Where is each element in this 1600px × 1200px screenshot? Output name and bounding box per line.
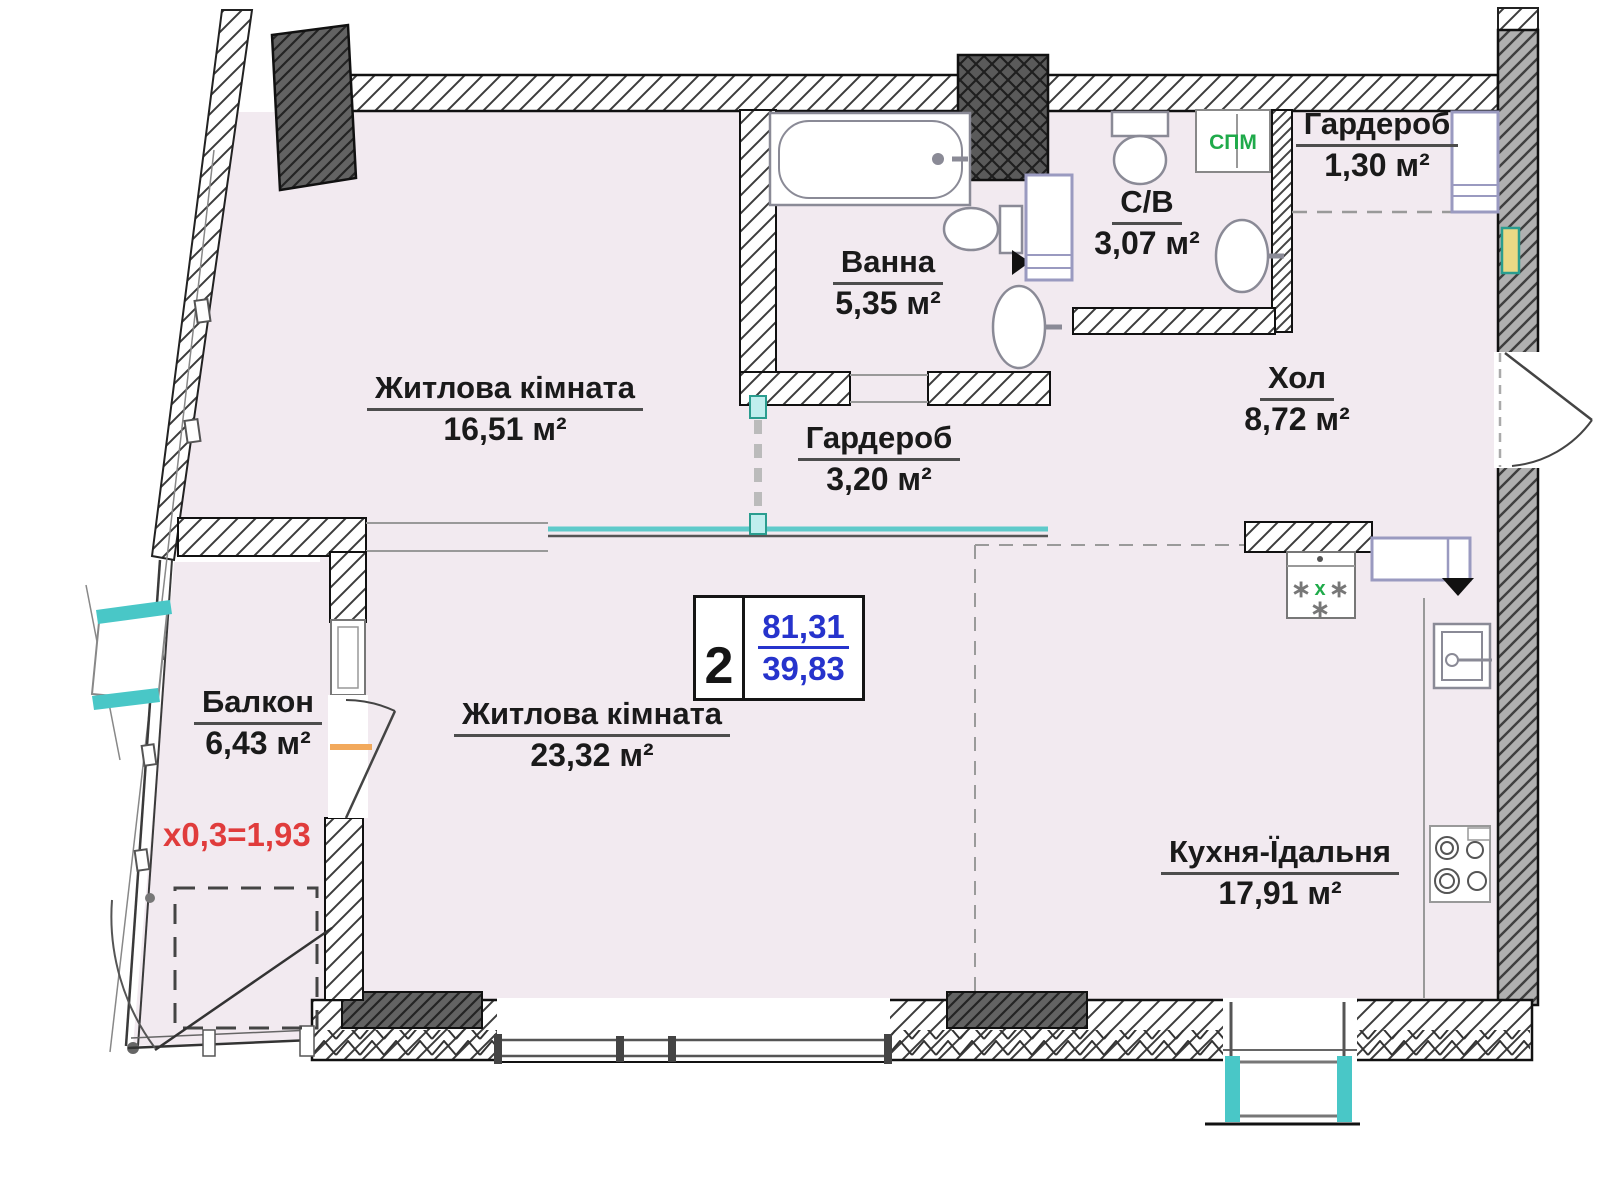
fridge-mark: ∗: [1310, 596, 1330, 623]
room-name: С/В: [1112, 185, 1182, 225]
balcony-details: [110, 886, 333, 1052]
room-area: 3,07 м²: [1094, 224, 1200, 261]
wc-toilet-icon: [1110, 110, 1170, 186]
balcony-door: [328, 619, 397, 819]
total-area: 81,31: [758, 608, 849, 649]
rooms-count: 2: [696, 598, 745, 698]
room-area: 5,35 м²: [835, 284, 941, 321]
room-name: Хол: [1259, 361, 1335, 401]
room-label-living1: Житлова кімната 16,51 м²: [305, 371, 705, 447]
room-label-living2: Житлова кімната 23,32 м²: [392, 697, 792, 773]
room-name: Кухня-Їдальня: [1161, 835, 1399, 875]
room-name: Гардероб: [797, 421, 961, 461]
bathtub-icon: [768, 111, 972, 207]
fridge-icon: ∗ х ∗ ∗: [1286, 551, 1356, 623]
room-area: 8,72 м²: [1244, 400, 1350, 437]
washing-machine-label: СПМ: [1209, 131, 1257, 154]
room-label-wc: С/В 3,07 м²: [1052, 185, 1242, 261]
wall-shaft: [1500, 226, 1521, 275]
fridge-mark-green: х: [1314, 578, 1325, 600]
fridge-mark: ∗: [1291, 576, 1311, 603]
room-area: 23,32 м²: [530, 736, 654, 773]
room-name: Балкон: [194, 685, 322, 725]
room-label-wardrobe1: Гардероб 1,30 м²: [1277, 107, 1477, 183]
structural-columns: [270, 23, 1088, 1029]
room-label-balcony: Балкон 6,43 м²: [158, 685, 358, 761]
hall-cabinet: [1370, 536, 1474, 596]
washbasin-icon: [991, 284, 1062, 370]
fridge-mark: ∗: [1329, 576, 1349, 603]
kitchen-sink-icon: [1432, 622, 1492, 690]
stove-icon: [1429, 825, 1491, 903]
zone-divider-dashes: [974, 544, 1245, 998]
vent-arrow-icon: [1442, 578, 1474, 596]
unit-info-badge: 2 81,31 39,83: [693, 595, 865, 701]
room-area: 16,51 м²: [443, 410, 567, 447]
floor-areas: [133, 112, 1498, 1046]
room-label-kitchen: Кухня-Їдальня 17,91 м²: [1104, 835, 1456, 911]
room-label-hall: Хол 8,72 м²: [1197, 361, 1397, 437]
balcony-coefficient: х0,3=1,93: [163, 816, 311, 853]
room-area: 17,91 м²: [1218, 874, 1342, 911]
washing-machine-icon: СПМ: [1195, 109, 1271, 173]
door-swing-arrow-icon: [1012, 250, 1030, 275]
entrance-door: [1494, 352, 1593, 468]
living-area: 39,83: [762, 649, 845, 687]
bottom-window: [494, 998, 892, 1064]
open-window-leaf: [85, 584, 172, 761]
room-name: Гардероб: [1295, 107, 1459, 147]
french-balcony-window: [1205, 998, 1360, 1126]
room-area: 1,30 м²: [1324, 146, 1430, 183]
room-name: Житлова кімната: [366, 371, 644, 411]
shaft-cabinet: [1024, 173, 1074, 282]
wc-washbasin-icon: [1214, 218, 1284, 294]
toilet-icon: [942, 204, 1024, 255]
wardrobe-sliding-opening: [749, 395, 767, 535]
room-name: Ванна: [832, 245, 944, 285]
room-area: 3,20 м²: [826, 460, 932, 497]
room-label-bath: Ванна 5,35 м²: [788, 245, 988, 321]
room-label-wardrobe2: Гардероб 3,20 м²: [779, 421, 979, 497]
wardrobe-cabinet: [1450, 110, 1500, 214]
room-name: Житлова кімната: [453, 697, 731, 737]
room-area: 6,43 м²: [205, 724, 311, 761]
